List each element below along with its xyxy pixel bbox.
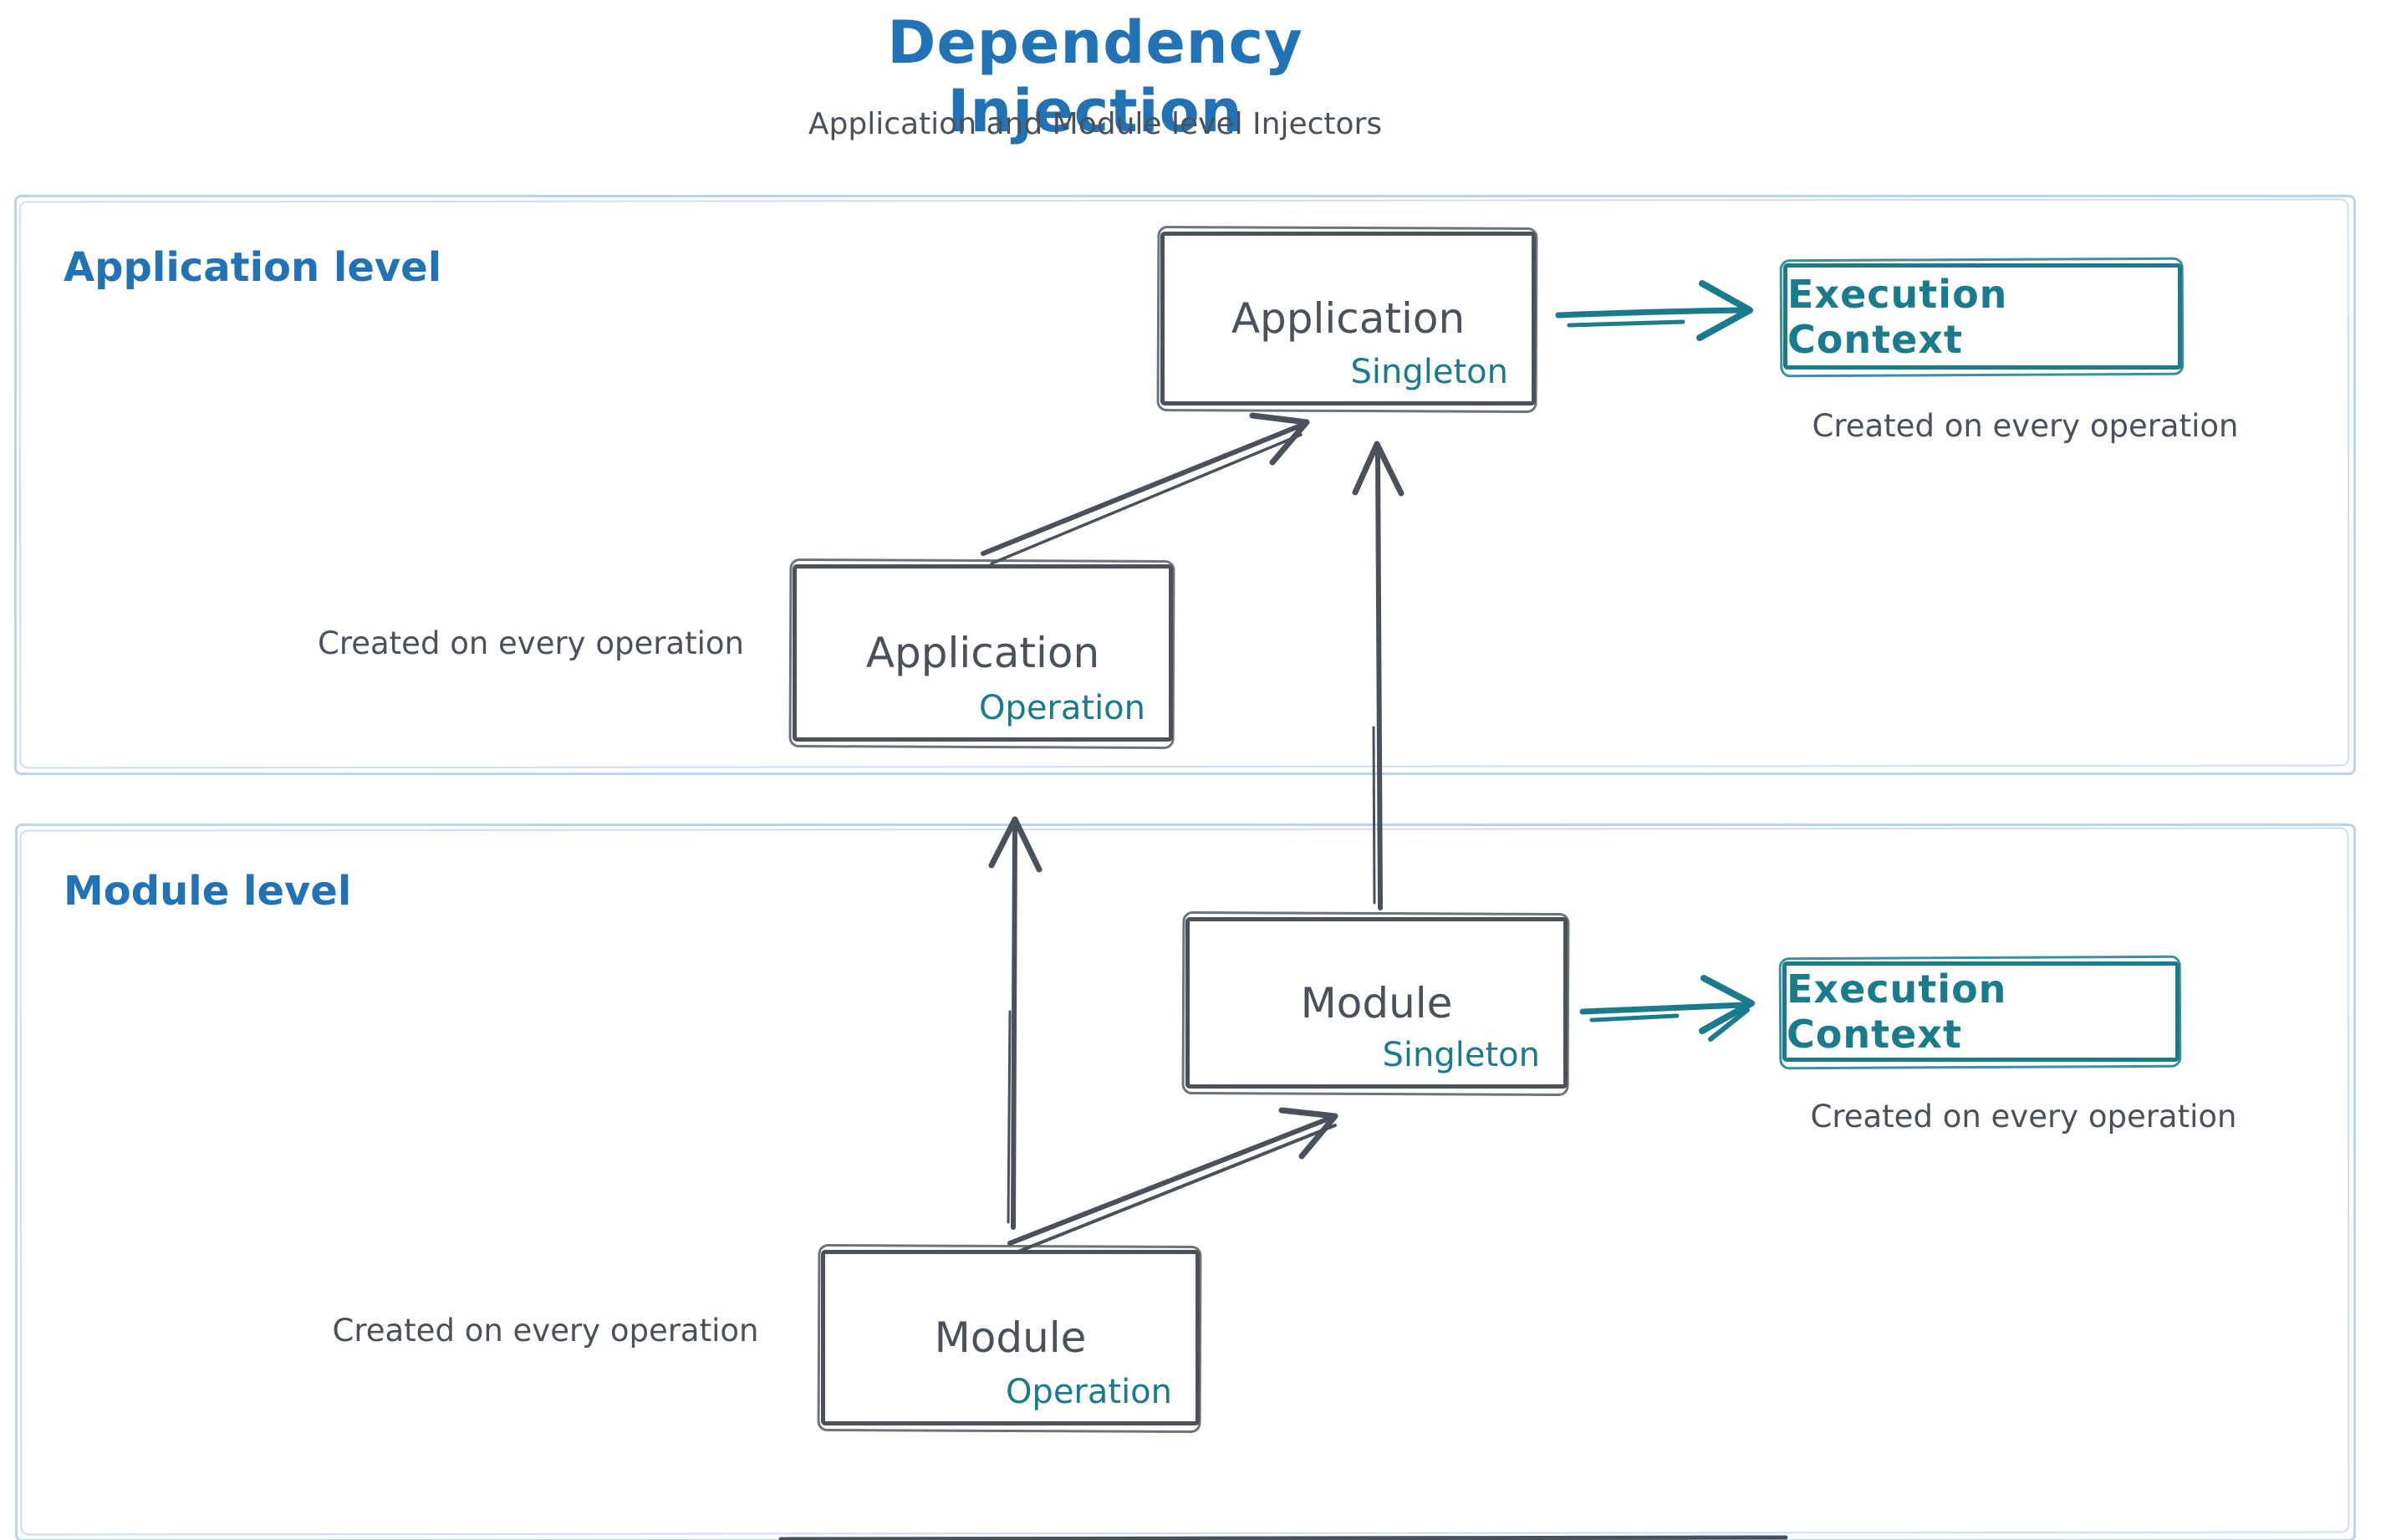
execution-context-application-title: Execution Context xyxy=(1787,271,2008,362)
arrow-module-singleton-to-execution-context xyxy=(1579,975,1755,1042)
annotation-module-execution-context: Created on every operation xyxy=(1810,1099,2237,1135)
application-level-label: Application level xyxy=(64,244,442,291)
module-singleton-box: Module Singleton xyxy=(1185,917,1568,1089)
arrow-module-operation-to-module-singleton xyxy=(1007,1107,1338,1253)
application-operation-title: Application xyxy=(865,629,1100,677)
execution-context-application-box: Execution Context xyxy=(1783,263,2182,370)
application-operation-box: Application Operation xyxy=(793,564,1173,742)
page-title: Dependency Injection xyxy=(887,8,1303,145)
application-level-container xyxy=(14,195,2356,775)
module-singleton-title: Module xyxy=(1300,978,1453,1028)
page-subtitle: Application and Module level Injectors xyxy=(808,107,1383,141)
module-singleton-badge: Singleton xyxy=(1382,1036,1540,1074)
module-operation-badge: Operation xyxy=(1005,1373,1172,1411)
module-level-label: Module level xyxy=(64,868,352,915)
application-singleton-badge: Singleton xyxy=(1350,353,1508,391)
annotation-app-execution-context: Created on every operation xyxy=(1812,408,2239,444)
execution-context-module-box: Execution Context xyxy=(1782,961,2180,1062)
arrow-module-operation-to-app-operation xyxy=(988,816,1043,1230)
module-operation-box: Module Operation xyxy=(821,1250,1200,1425)
arrow-app-operation-to-app-singleton xyxy=(981,412,1310,565)
application-singleton-title: Application xyxy=(1231,294,1466,343)
cropped-bottom-edge-line xyxy=(778,1535,1788,1540)
annotation-app-operation: Created on every operation xyxy=(318,625,744,661)
annotation-module-operation: Created on every operation xyxy=(332,1313,759,1349)
application-singleton-box: Application Singleton xyxy=(1160,232,1536,405)
execution-context-module-title: Execution Context xyxy=(1787,966,2007,1057)
arrow-module-singleton-to-app-singleton xyxy=(1352,441,1405,910)
application-operation-badge: Operation xyxy=(978,689,1145,727)
arrow-app-singleton-to-execution-context xyxy=(1555,280,1753,341)
module-operation-title: Module xyxy=(934,1313,1087,1362)
